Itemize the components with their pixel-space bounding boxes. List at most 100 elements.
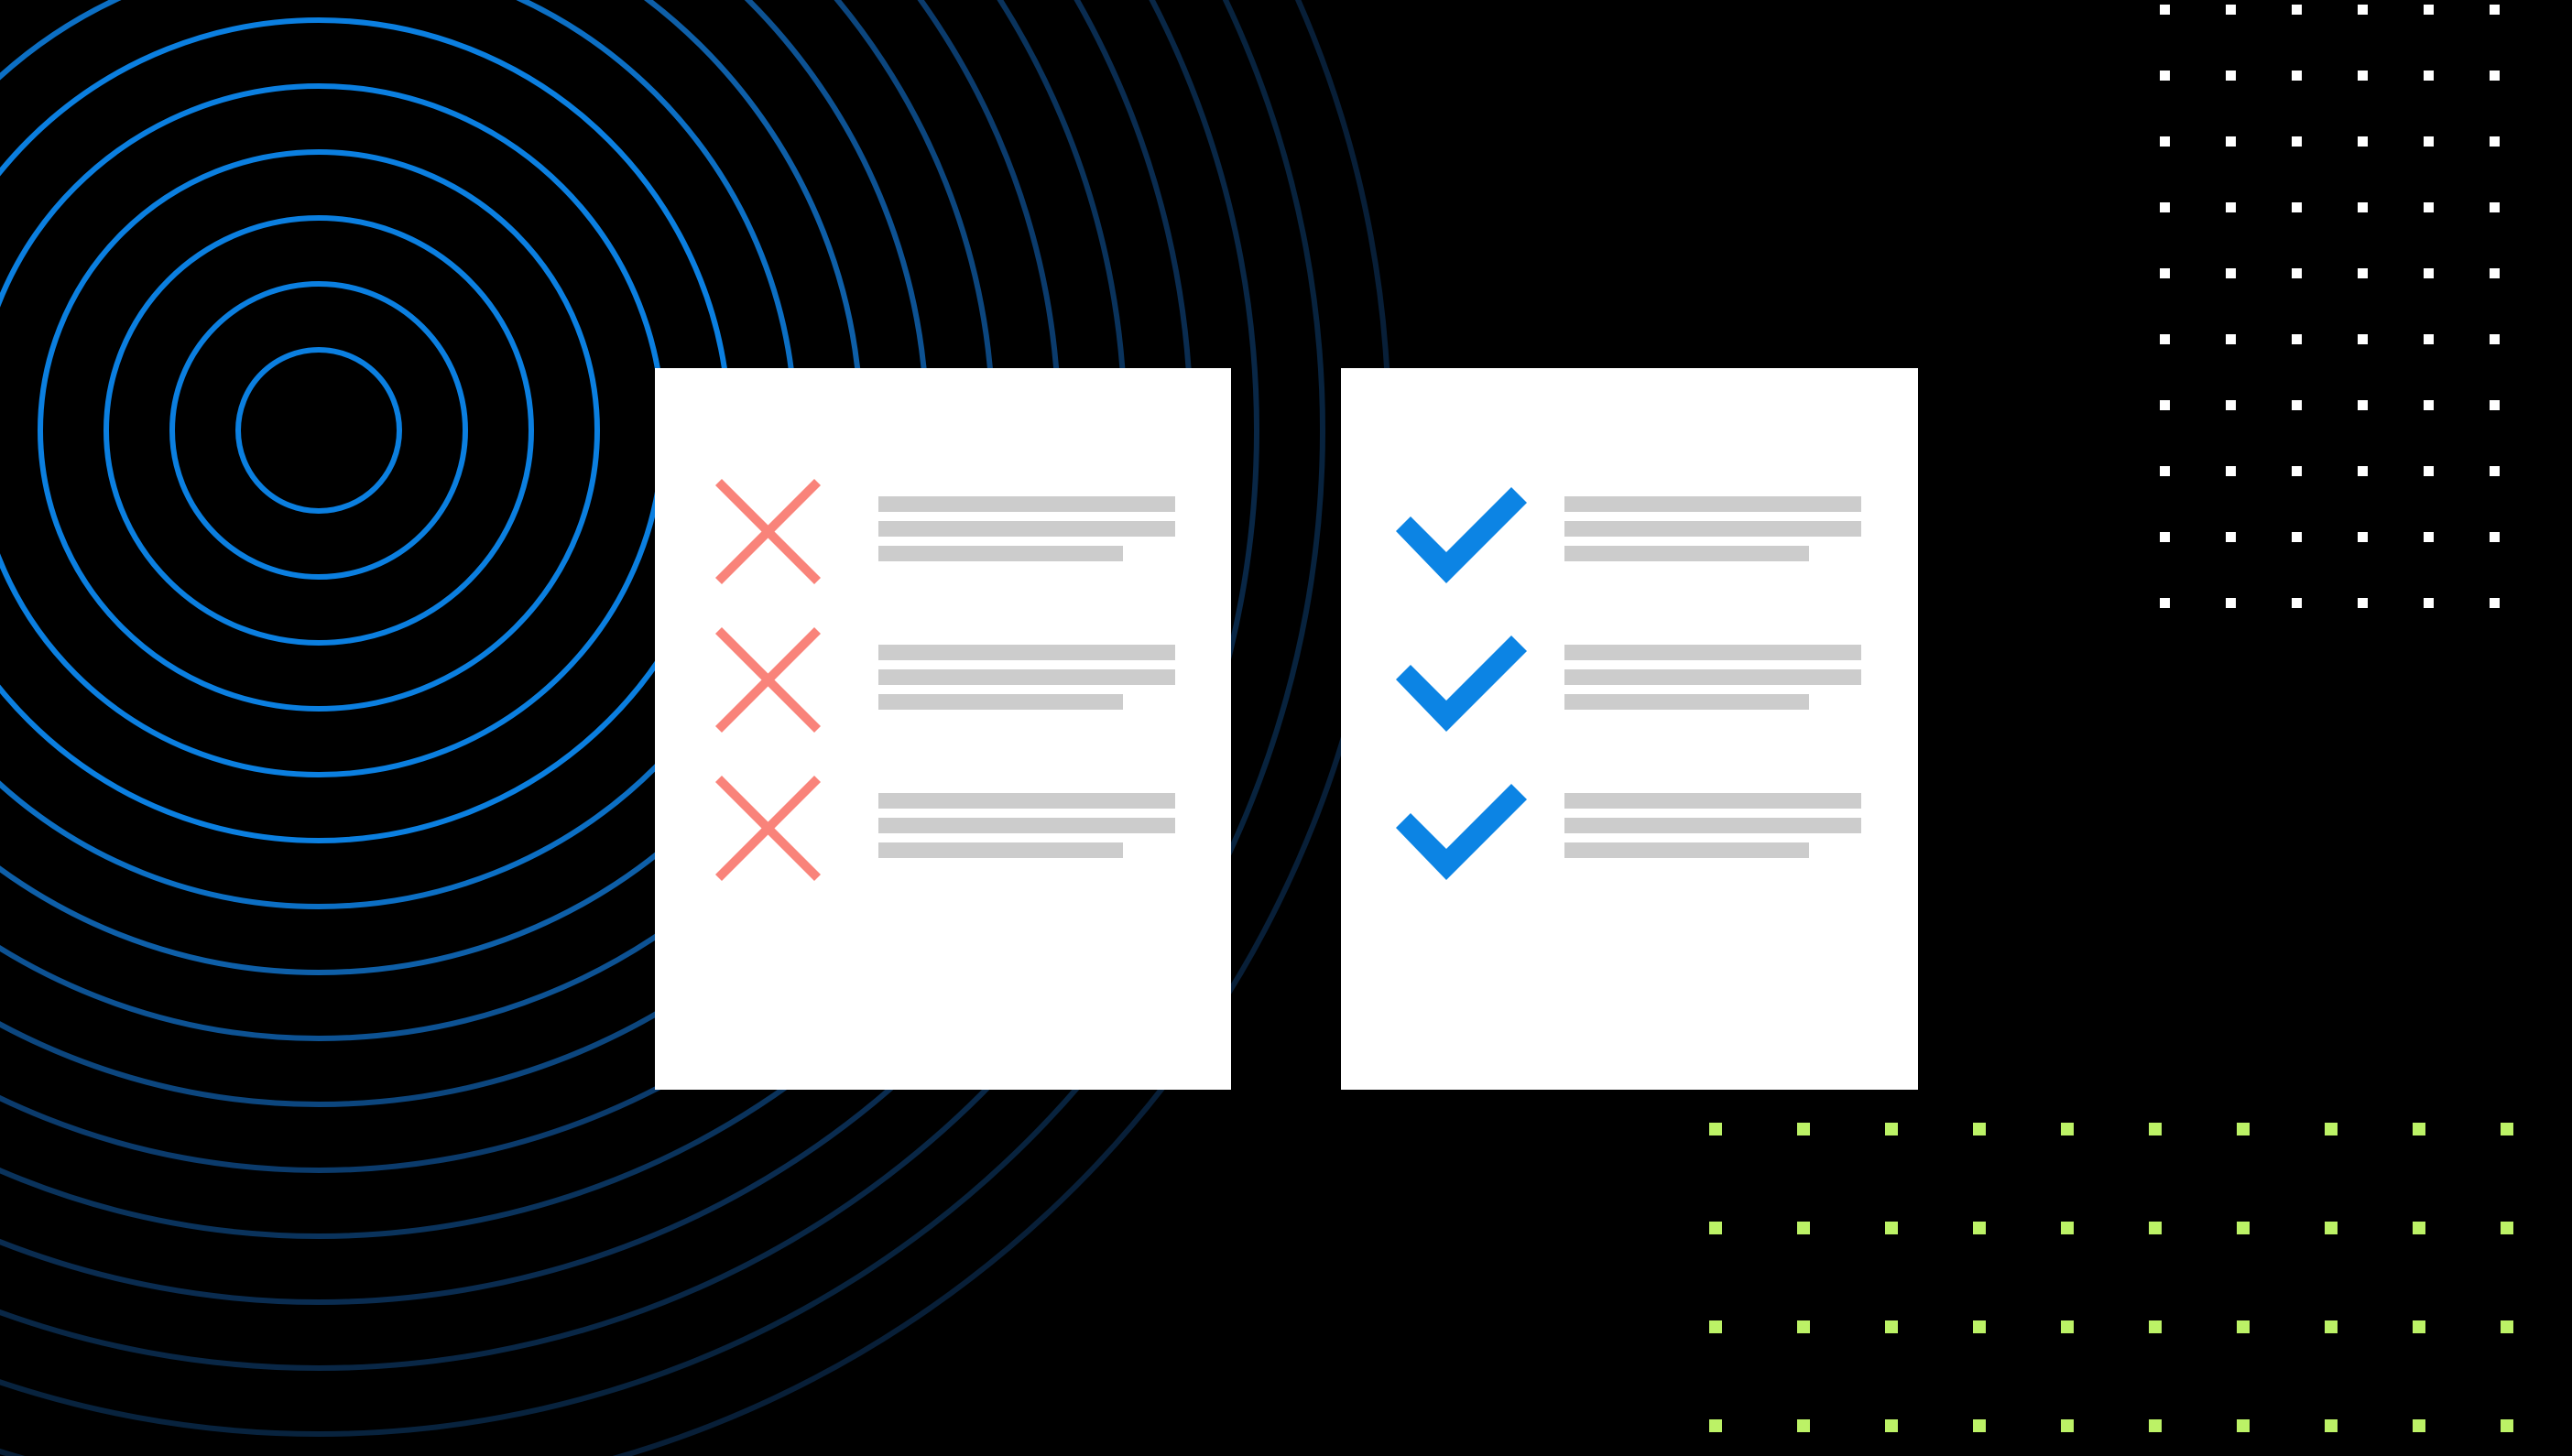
grid-dot [2424, 400, 2434, 410]
grid-dot [2490, 202, 2500, 212]
grid-dot [1885, 1222, 1898, 1234]
grid-dot [2292, 598, 2302, 608]
placeholder-line [878, 694, 1123, 710]
grid-dot [2424, 268, 2434, 278]
ring-5 [0, 17, 732, 843]
grid-dot [2160, 532, 2170, 542]
checklist-item[interactable] [1383, 474, 1861, 589]
grid-dot [2061, 1222, 2074, 1234]
approved-checklist-card[interactable] [1341, 368, 1918, 1090]
grid-dot [2160, 136, 2170, 147]
placeholder-line [1564, 793, 1861, 809]
grid-dot [2501, 1222, 2513, 1234]
grid-dot [2061, 1419, 2074, 1432]
grid-dot [2424, 532, 2434, 542]
x-mark-icon-wrap [711, 623, 825, 737]
checklist-item-text-lines [878, 645, 1175, 710]
grid-dot [2149, 1320, 2162, 1333]
grid-dot [2490, 598, 2500, 608]
x-mark-icon [715, 776, 821, 881]
placeholder-line [878, 793, 1175, 809]
grid-dot [2061, 1320, 2074, 1333]
grid-dot [2501, 1419, 2513, 1432]
grid-dot [2292, 334, 2302, 344]
grid-dot [1797, 1320, 1810, 1333]
grid-dot [2358, 202, 2368, 212]
grid-dot [2413, 1320, 2425, 1333]
grid-dot [2424, 71, 2434, 81]
checklist-item[interactable] [1383, 771, 1861, 886]
grid-dot [2226, 532, 2236, 542]
grid-dot [1709, 1123, 1722, 1135]
grid-dot [1709, 1320, 1722, 1333]
grid-dot [2160, 268, 2170, 278]
grid-dot [2490, 71, 2500, 81]
grid-dot [2292, 466, 2302, 476]
placeholder-line [878, 842, 1123, 858]
grid-dot [2424, 202, 2434, 212]
grid-dot [2490, 268, 2500, 278]
checklist-item[interactable] [1383, 623, 1861, 737]
card-content [655, 368, 1231, 1090]
grid-dot [2490, 400, 2500, 410]
checklist-item-text-lines [878, 496, 1175, 561]
grid-dot [2325, 1320, 2338, 1333]
checklist-item[interactable] [711, 474, 1175, 589]
placeholder-line [878, 521, 1175, 537]
grid-dot [2358, 400, 2368, 410]
grid-dot [2358, 136, 2368, 147]
x-mark-icon-wrap [711, 474, 825, 589]
grid-dot [2160, 598, 2170, 608]
ring-0 [235, 347, 402, 514]
grid-dot [2237, 1123, 2250, 1135]
grid-dot [2226, 71, 2236, 81]
grid-dot [1973, 1320, 1986, 1333]
grid-dot [2358, 466, 2368, 476]
grid-dot [2061, 1123, 2074, 1135]
grid-dot [2424, 466, 2434, 476]
placeholder-line [1564, 694, 1809, 710]
grid-dot [2358, 71, 2368, 81]
ring-1 [169, 281, 468, 580]
checklist-item-text-lines [1564, 645, 1861, 710]
grid-dot [2226, 466, 2236, 476]
grid-dot [2237, 1222, 2250, 1234]
grid-dot [1709, 1222, 1722, 1234]
grid-dot [2226, 268, 2236, 278]
grid-dot [2413, 1222, 2425, 1234]
grid-dot [1973, 1222, 1986, 1234]
grid-dot [2325, 1222, 2338, 1234]
grid-dot [1885, 1320, 1898, 1333]
grid-dot [2160, 334, 2170, 344]
grid-dot [2490, 5, 2500, 15]
check-mark-icon-wrap [1383, 474, 1539, 589]
grid-dot [2292, 5, 2302, 15]
placeholder-line [1564, 842, 1809, 858]
placeholder-line [878, 669, 1175, 685]
grid-dot [2292, 268, 2302, 278]
grid-dot [2358, 334, 2368, 344]
check-mark-icon [1396, 784, 1527, 880]
grid-dot [2160, 466, 2170, 476]
grid-dot [2325, 1123, 2338, 1135]
grid-dot [2237, 1320, 2250, 1333]
grid-dot [2490, 136, 2500, 147]
placeholder-line [1564, 546, 1809, 561]
rejected-checklist-card[interactable] [655, 368, 1231, 1090]
placeholder-line [1564, 521, 1861, 537]
grid-dot [2226, 400, 2236, 410]
grid-dot [2325, 1419, 2338, 1432]
grid-dot [2292, 71, 2302, 81]
grid-dot [1885, 1123, 1898, 1135]
grid-dot [1885, 1419, 1898, 1432]
check-mark-icon-wrap [1383, 623, 1539, 737]
checklist-item-text-lines [1564, 496, 1861, 561]
green-dot-grid [1709, 1123, 2572, 1456]
checklist-item[interactable] [711, 771, 1175, 886]
card-content [1341, 368, 1918, 1090]
checklist-item[interactable] [711, 623, 1175, 737]
grid-dot [2501, 1320, 2513, 1333]
grid-dot [2149, 1222, 2162, 1234]
x-mark-icon-wrap [711, 771, 825, 886]
